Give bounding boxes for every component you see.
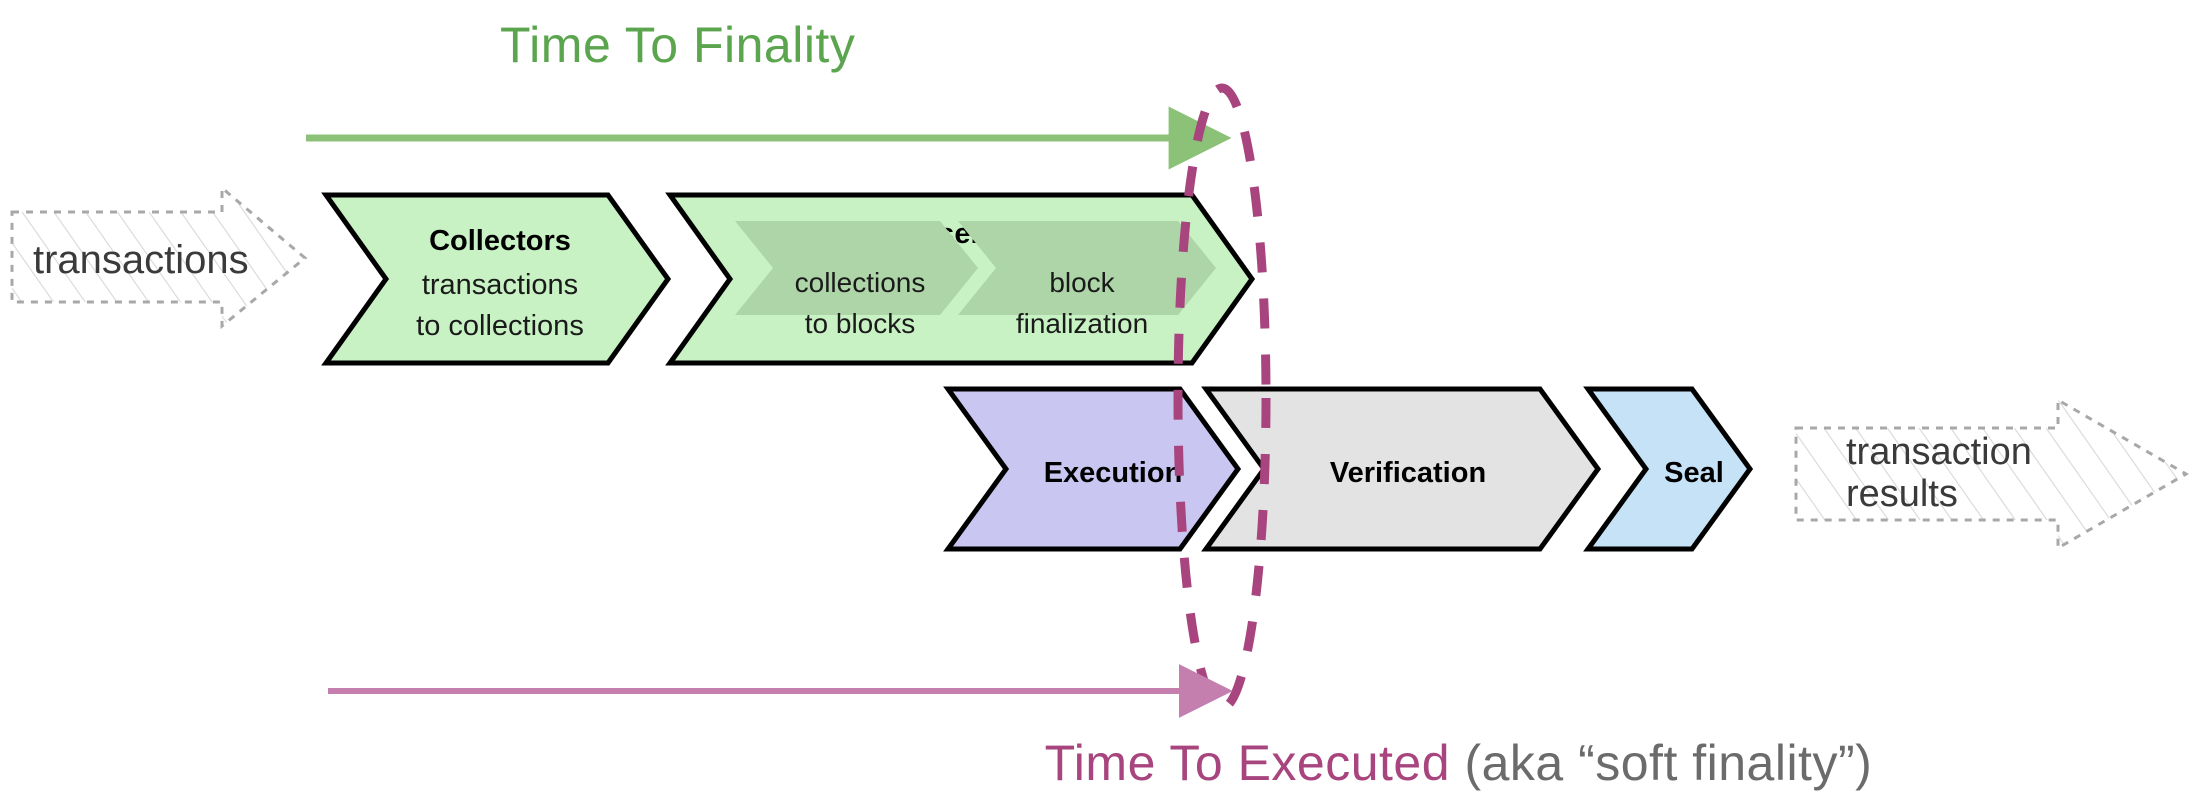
collectors-subline-2: to collections bbox=[416, 310, 584, 342]
block-finalization-line-2: finalization bbox=[1016, 308, 1148, 339]
collectors-chevron-shape bbox=[321, 192, 672, 366]
execution-title: Execution bbox=[1044, 457, 1183, 489]
bottom-pipeline: Execution Verification Seal bbox=[943, 386, 1754, 552]
finality-boundary-marker bbox=[1173, 83, 1271, 713]
collections-to-blocks-shape bbox=[735, 221, 978, 315]
time-to-finality-band: Time To Finality bbox=[306, 17, 1232, 170]
stage-execution[interactable]: Execution bbox=[943, 386, 1242, 552]
ghost-arrow-shape bbox=[1794, 397, 2189, 551]
time-to-executed-label-group: Time To Executed (aka “soft finality”) bbox=[916, 735, 1973, 791]
block-finalization-line-1: block bbox=[1049, 267, 1115, 298]
transaction-results-label-line-2: results bbox=[1846, 473, 1958, 515]
time-to-executed-band: Time To Executed (aka “soft finality”) bbox=[328, 664, 1973, 791]
transaction-results-label-line-1: transaction bbox=[1846, 431, 2032, 473]
time-to-finality-label: Time To Finality bbox=[500, 17, 855, 73]
collectors-subline-1: transactions bbox=[422, 269, 578, 301]
substage-collections-to-blocks[interactable]: collections to blocks bbox=[735, 221, 978, 339]
time-to-executed-label-secondary: (aka “soft finality”) bbox=[1450, 735, 1872, 791]
top-pipeline: Collectors transactions to collections C… bbox=[321, 192, 1256, 366]
execution-chevron-shape bbox=[943, 386, 1242, 552]
collections-to-blocks-line-2: to blocks bbox=[805, 308, 916, 339]
stage-seal[interactable]: Seal bbox=[1583, 386, 1754, 552]
substage-block-finalization[interactable]: block finalization bbox=[958, 221, 1216, 339]
finality-boundary-ellipse bbox=[1173, 83, 1271, 713]
seal-title: Seal bbox=[1664, 457, 1724, 489]
block-finalization-shape bbox=[958, 221, 1216, 315]
transactions-input-ghost: transactions bbox=[10, 184, 308, 330]
seal-chevron-shape bbox=[1583, 386, 1754, 552]
collectors-title: Collectors bbox=[429, 225, 571, 257]
collections-to-blocks-line-1: collections bbox=[795, 267, 926, 298]
transaction-results-output-ghost: transaction results bbox=[1794, 397, 2189, 551]
stage-collectors[interactable]: Collectors transactions to collections bbox=[321, 192, 672, 366]
ghost-arrow-shape bbox=[10, 184, 308, 330]
verification-title: Verification bbox=[1330, 457, 1486, 489]
transactions-input-label: transactions bbox=[33, 238, 249, 282]
stage-consensus[interactable]: Consensus collections to blocks block fi… bbox=[665, 192, 1256, 366]
time-to-executed-label-primary: Time To Executed bbox=[1045, 735, 1450, 791]
